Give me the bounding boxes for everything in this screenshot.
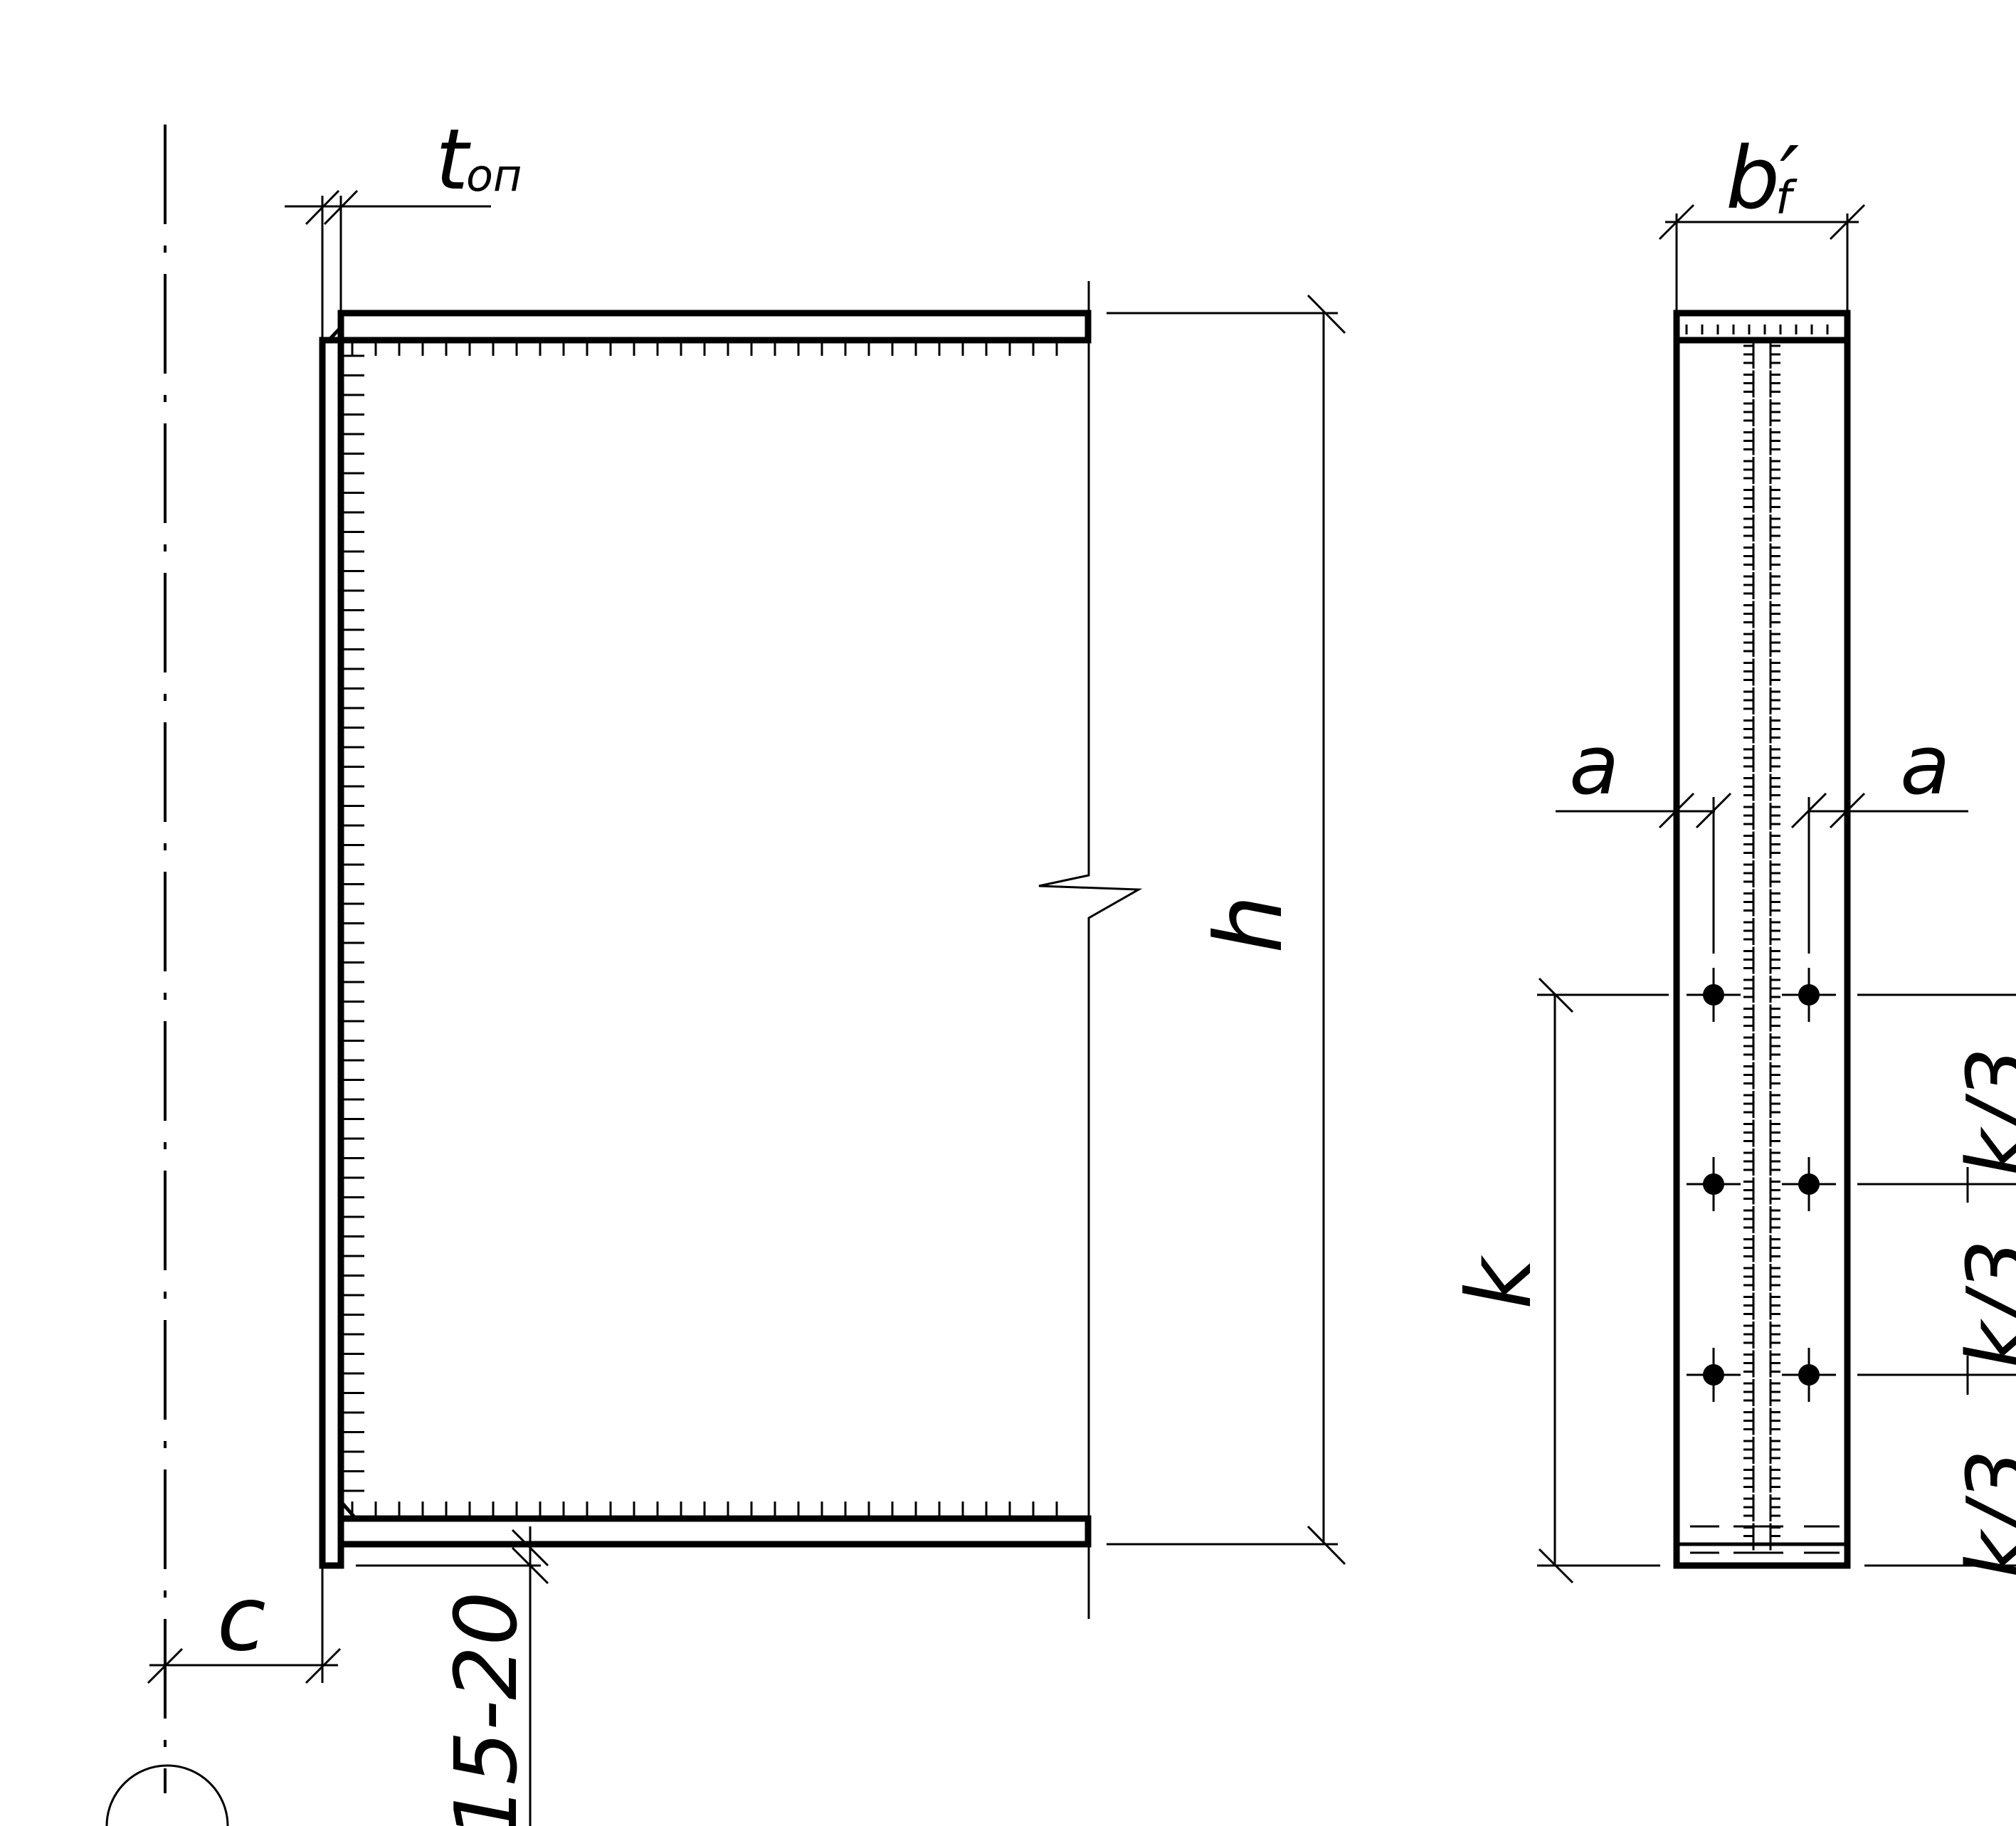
a-left-label: a [1569, 718, 1619, 813]
dimension-h: h [1107, 294, 1346, 1566]
range-label: 15-20 [438, 1591, 537, 1826]
a-right-label: a [1900, 718, 1950, 813]
k3-bot-label: k/3 [1948, 1450, 2016, 1580]
b-f-label: b′ [1726, 130, 1799, 228]
dimension-15-20: 15-20 [356, 1526, 549, 1826]
dimension-c: c [147, 1566, 342, 1684]
section-outline [1673, 310, 1851, 1569]
dimension-a: a a [1556, 718, 1968, 954]
beam-elevation: t оп h c 15-20 [147, 110, 1346, 1826]
c-label: c [217, 1568, 266, 1671]
bottom-flange [337, 1515, 1092, 1548]
bolt-holes [1687, 968, 1836, 1402]
dimension-k3: k/3 k/3 k/3 [1857, 993, 2016, 1580]
dimension-t-on: t оп [285, 110, 522, 340]
dimension-k: k [1448, 977, 1669, 1584]
top-flange [337, 310, 1092, 344]
dimension-b-f: b′ f [1658, 130, 1866, 313]
k3-mid-label: k/3 [1948, 1240, 2016, 1370]
weld-ticks-top [351, 343, 1058, 356]
section-top-weld-ticks [1685, 324, 1829, 334]
corner-chamfer-bottom [339, 1500, 357, 1520]
t-on-label: t [436, 110, 471, 209]
support-plate [319, 337, 344, 1569]
corner-chamfer-top [327, 326, 342, 342]
weld-ticks-vertical [344, 354, 364, 1492]
k-label: k [1448, 1255, 1551, 1309]
section-web-weld-symbols [1690, 342, 1840, 1554]
h-label: h [1195, 895, 1303, 954]
web-break-line [1038, 281, 1143, 1619]
t-on-subscript: оп [466, 149, 522, 201]
weld-ticks-bottom [351, 1502, 1058, 1516]
k3-top-label: k/3 [1948, 1047, 2016, 1178]
axis-bubble [105, 1764, 229, 1826]
beam-section: b′ f a a k [1448, 130, 2016, 1584]
